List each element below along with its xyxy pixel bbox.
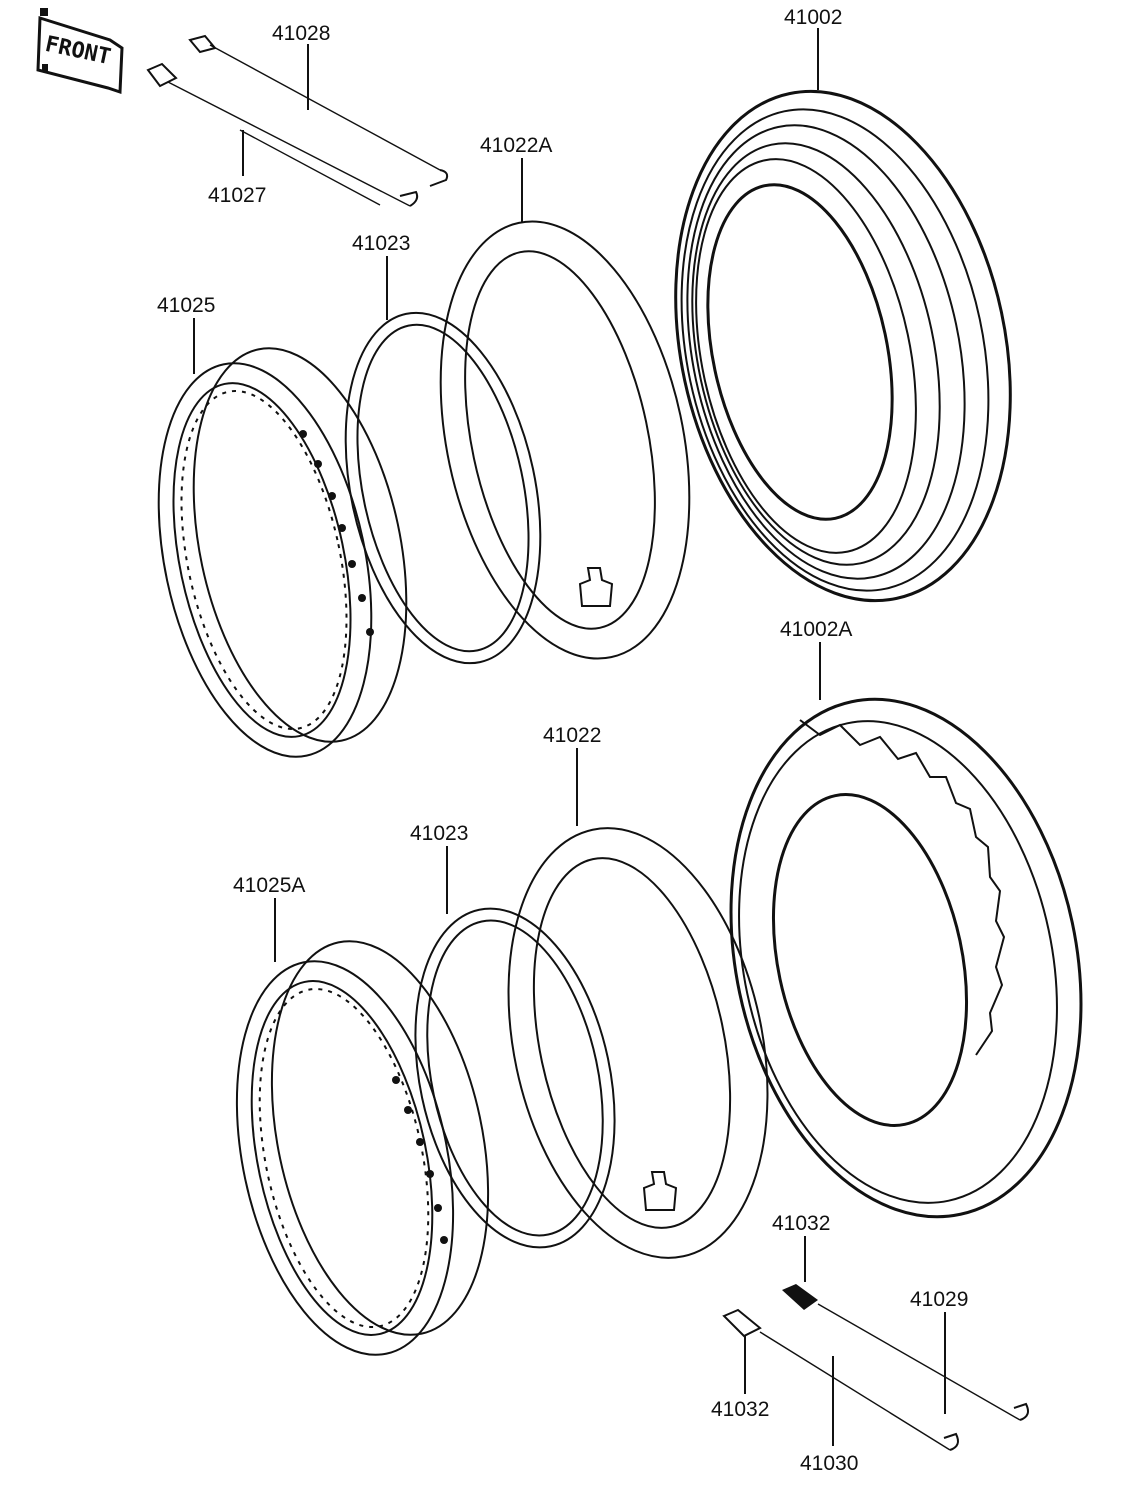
callout-41032-upper: 41032	[772, 1212, 830, 1235]
spoke-set-rear	[722, 1284, 1029, 1451]
front-rim	[157, 347, 408, 758]
callout-41029: 41029	[910, 1288, 968, 1311]
callout-41023-bottom: 41023	[410, 822, 468, 845]
rear-tube-valve	[642, 1171, 678, 1211]
callout-41023-top: 41023	[352, 232, 410, 255]
callout-41028: 41028	[272, 22, 330, 45]
front-badge: FRONT	[36, 8, 124, 95]
rear-rim-band	[414, 907, 616, 1249]
callout-41030: 41030	[800, 1452, 858, 1475]
callout-41025: 41025	[157, 294, 215, 317]
callout-41022A: 41022A	[480, 134, 552, 157]
callout-41027: 41027	[208, 184, 266, 207]
callout-41002A: 41002A	[780, 618, 852, 641]
front-badge-arrow	[36, 15, 124, 95]
callout-41002: 41002	[784, 6, 842, 29]
leader-lines	[193, 28, 946, 1446]
callout-labels: 41028 41027 41002 41022A 41023 41025 410…	[157, 6, 968, 1475]
front-tube-valve	[578, 567, 614, 607]
callout-41025A: 41025A	[233, 874, 305, 897]
spoke-set-front	[146, 34, 449, 207]
front-inner-tube	[439, 220, 691, 660]
rear-tire	[729, 697, 1083, 1219]
front-rim-band	[344, 311, 542, 665]
callout-41032-lower: 41032	[711, 1398, 769, 1421]
rear-inner-tube	[507, 827, 769, 1259]
callout-41022: 41022	[543, 724, 601, 747]
rear-rim	[235, 940, 490, 1356]
front-tire	[674, 89, 1012, 603]
